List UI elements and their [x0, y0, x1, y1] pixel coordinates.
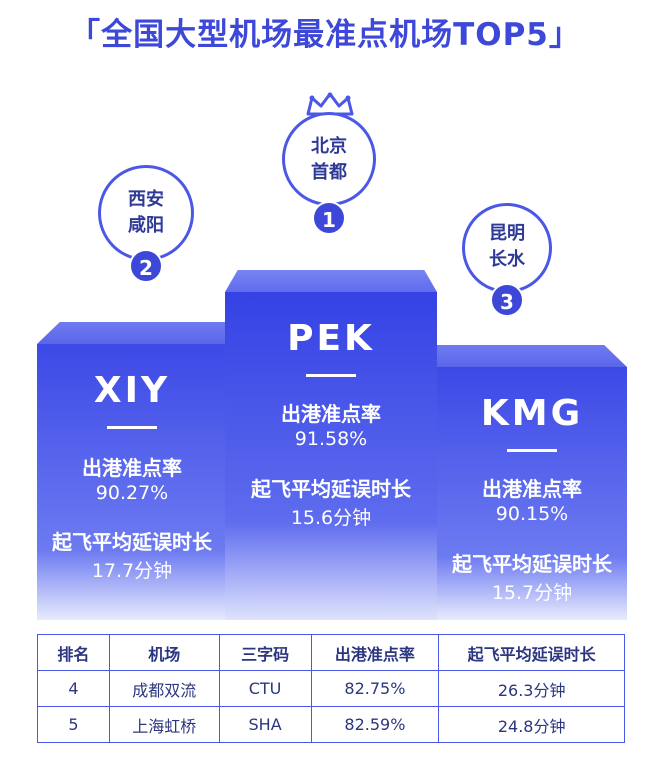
table-cell: 26.3分钟	[438, 670, 625, 707]
table-cell: 上海虹桥	[108, 706, 220, 743]
divider	[107, 426, 157, 429]
city-line-1: 昆明	[489, 223, 525, 244]
divider	[507, 449, 557, 452]
rank-1-badge: 北京 首都 1	[282, 92, 380, 235]
delay-value: 15.6分钟	[290, 507, 372, 529]
city-line-1: 西安	[128, 189, 164, 210]
city-line-2: 长水	[489, 249, 525, 270]
on-time-label: 出港准点率	[482, 477, 582, 501]
rank-3-badge: 昆明 长水 3	[462, 203, 558, 319]
badge-city: 北京 首都	[282, 134, 376, 186]
rank-number: 1	[312, 201, 346, 235]
podium-top	[37, 322, 227, 344]
ranking-table: 排名 机场 三字码 出港准点率 起飞平均延误时长 4 成都双流 CTU 82.7…	[37, 634, 625, 743]
podium-rank-1: PEK 出港准点率 91.58% 起飞平均延误时长 15.6分钟	[225, 270, 437, 620]
on-time-value: 90.27%	[95, 482, 169, 504]
rank-number: 2	[129, 249, 163, 283]
badge-city: 昆明 长水	[462, 221, 552, 273]
delay-label: 起飞平均延误时长	[52, 530, 212, 554]
table-header: 排名	[37, 634, 110, 671]
table-header-row: 排名 机场 三字码 出港准点率 起飞平均延误时长	[37, 634, 625, 671]
city-line-1: 北京	[311, 136, 347, 157]
crown-icon	[306, 92, 354, 116]
podium-top	[225, 270, 437, 292]
table-cell: 4	[37, 670, 110, 707]
rank-2-badge: 西安 咸阳 2	[98, 165, 198, 285]
badge-city: 西安 咸阳	[98, 187, 194, 239]
table-cell: 5	[37, 706, 110, 743]
delay-label: 起飞平均延误时长	[452, 552, 612, 576]
delay-value: 15.7分钟	[491, 582, 573, 604]
table-row: 5 上海虹桥 SHA 82.59% 24.8分钟	[37, 706, 625, 743]
on-time-value: 91.58%	[294, 428, 368, 450]
podium-rank-2: XIY 出港准点率 90.27% 起飞平均延误时长 17.7分钟	[37, 322, 227, 620]
table-cell: CTU	[218, 670, 312, 707]
airport-code: XIY	[93, 370, 171, 411]
table-header: 机场	[108, 634, 220, 671]
rank-number: 3	[490, 283, 524, 317]
table-cell: 24.8分钟	[438, 706, 625, 743]
table-cell: 82.59%	[310, 706, 440, 743]
table-cell: 82.75%	[310, 670, 440, 707]
airport-code: PEK	[287, 318, 375, 359]
table-header: 起飞平均延误时长	[438, 634, 625, 671]
table-header: 三字码	[218, 634, 312, 671]
city-line-2: 咸阳	[128, 215, 164, 236]
page-title: 「全国大型机场最准点机场TOP5」	[69, 17, 581, 53]
podium-rank-3: KMG 出港准点率 90.15% 起飞平均延误时长 15.7分钟	[437, 345, 627, 620]
on-time-label: 出港准点率	[82, 456, 182, 480]
podium-body	[225, 292, 437, 620]
podium-top	[437, 345, 627, 367]
table-cell: 成都双流	[108, 670, 220, 707]
badge-ring	[98, 165, 194, 261]
delay-value: 17.7分钟	[91, 560, 173, 582]
podium-body	[437, 367, 627, 620]
badge-ring	[282, 112, 376, 206]
podium-body	[37, 344, 227, 620]
table-row: 4 成都双流 CTU 82.75% 26.3分钟	[37, 670, 625, 707]
airport-code: KMG	[480, 393, 584, 434]
table-header: 出港准点率	[310, 634, 440, 671]
on-time-value: 90.15%	[495, 503, 569, 525]
divider	[306, 374, 356, 377]
table-cell: SHA	[218, 706, 312, 743]
city-line-2: 首都	[311, 162, 347, 183]
delay-label: 起飞平均延误时长	[251, 477, 411, 501]
badge-ring	[462, 203, 552, 293]
on-time-label: 出港准点率	[281, 402, 381, 426]
